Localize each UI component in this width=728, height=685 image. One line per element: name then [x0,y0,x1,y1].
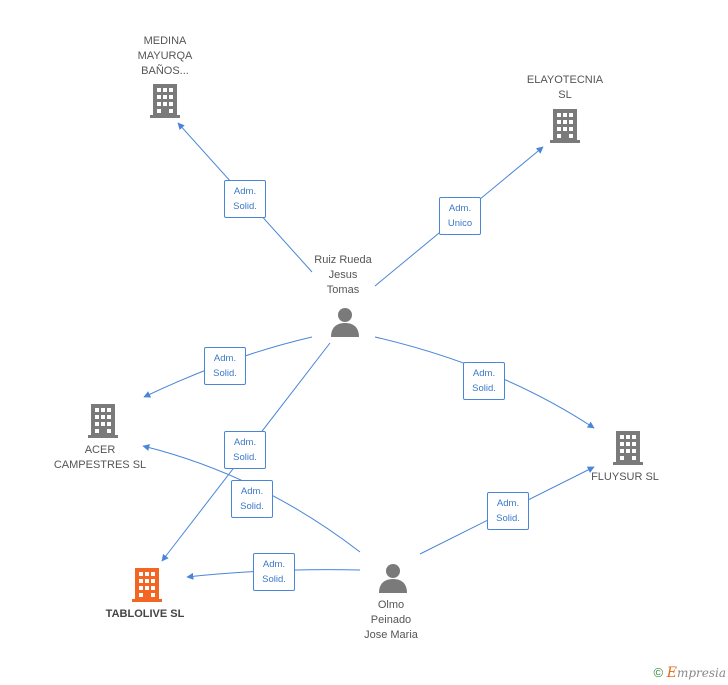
node-label-line: Peinado [370,614,412,626]
copyright-symbol: © [653,665,664,680]
node-label-line: Tomas [326,284,360,296]
edge-label-line: Adm. [233,186,257,197]
node-label-line: Jose Maria [364,629,418,641]
node-label-line: Olmo [377,599,405,611]
edge-label-line: Adm. [233,437,257,448]
edge-label-line: Solid. [472,383,496,394]
edge-label-line: Solid. [233,452,257,463]
edge-label-line: Adm. [496,498,520,509]
edge-label-line: Adm. [262,559,286,570]
node-label-line: CAMPESTRES SL [53,459,147,471]
edge-label-ruiz-to-fluysur[interactable]: Adm. Solid. [463,362,505,400]
node-label-line: SL [558,89,572,101]
edge-label-line: Adm. [472,368,496,379]
edge-label-line: Unico [447,218,473,229]
node-label-acer[interactable]: ACER CAMPESTRES SL [54,443,146,473]
node-label-line: ACER [84,444,116,456]
empresia-logo: Empresia [666,665,726,681]
building-icon[interactable] [550,109,580,143]
person-icon[interactable] [331,308,359,337]
edge-label-line: Adm. [213,353,237,364]
edge-label-ruiz-to-acer[interactable]: Adm. Solid. [204,347,246,385]
node-label-tablolive[interactable]: TABLOLIVE SL [106,607,185,622]
edge-label-line: Adm. [240,486,264,497]
node-label-line: BAÑOS... [141,65,189,77]
edge-label-ruiz-to-medina[interactable]: Adm. Solid. [224,180,266,218]
node-label-line: Ruiz Rueda [314,254,372,266]
node-label-fluysur[interactable]: FLUYSUR SL [591,470,659,485]
node-label-line: MAYURQA [137,50,193,62]
node-label-medina[interactable]: MEDINA MAYURQA BAÑOS... [138,34,193,79]
edge-label-ruiz-to-elayotecnia[interactable]: Adm. Unico [439,197,481,235]
edge-label-olmo-to-acer[interactable]: Adm. Solid. [231,480,273,518]
node-label-line: MEDINA [143,35,187,47]
edge-label-ruiz-to-tablolive[interactable]: Adm. Solid. [224,431,266,469]
node-label-line: TABLOLIVE SL [105,608,185,620]
node-label-line: FLUYSUR SL [591,471,659,483]
node-label-line: ELAYOTECNIA [526,74,604,86]
node-label-elayotecnia[interactable]: ELAYOTECNIA SL [527,73,603,103]
edge-label-olmo-to-fluysur[interactable]: Adm. Solid. [487,492,529,530]
edge-label-line: Adm. [448,203,472,214]
building-icon[interactable] [132,568,162,602]
node-label-line: Jesus [328,269,358,281]
footer-brand: © Empresia [653,665,726,681]
edge-label-line: Solid. [233,201,257,212]
building-icon[interactable] [88,404,118,438]
edge-label-line: Solid. [262,574,286,585]
edge-label-line: Solid. [213,368,237,379]
building-icon[interactable] [150,84,180,118]
person-icon[interactable] [379,564,407,593]
edge-label-olmo-to-tablolive[interactable]: Adm. Solid. [253,553,295,591]
edge-label-line: Solid. [240,501,264,512]
edge-label-line: Solid. [496,513,520,524]
building-icon[interactable] [613,431,643,465]
